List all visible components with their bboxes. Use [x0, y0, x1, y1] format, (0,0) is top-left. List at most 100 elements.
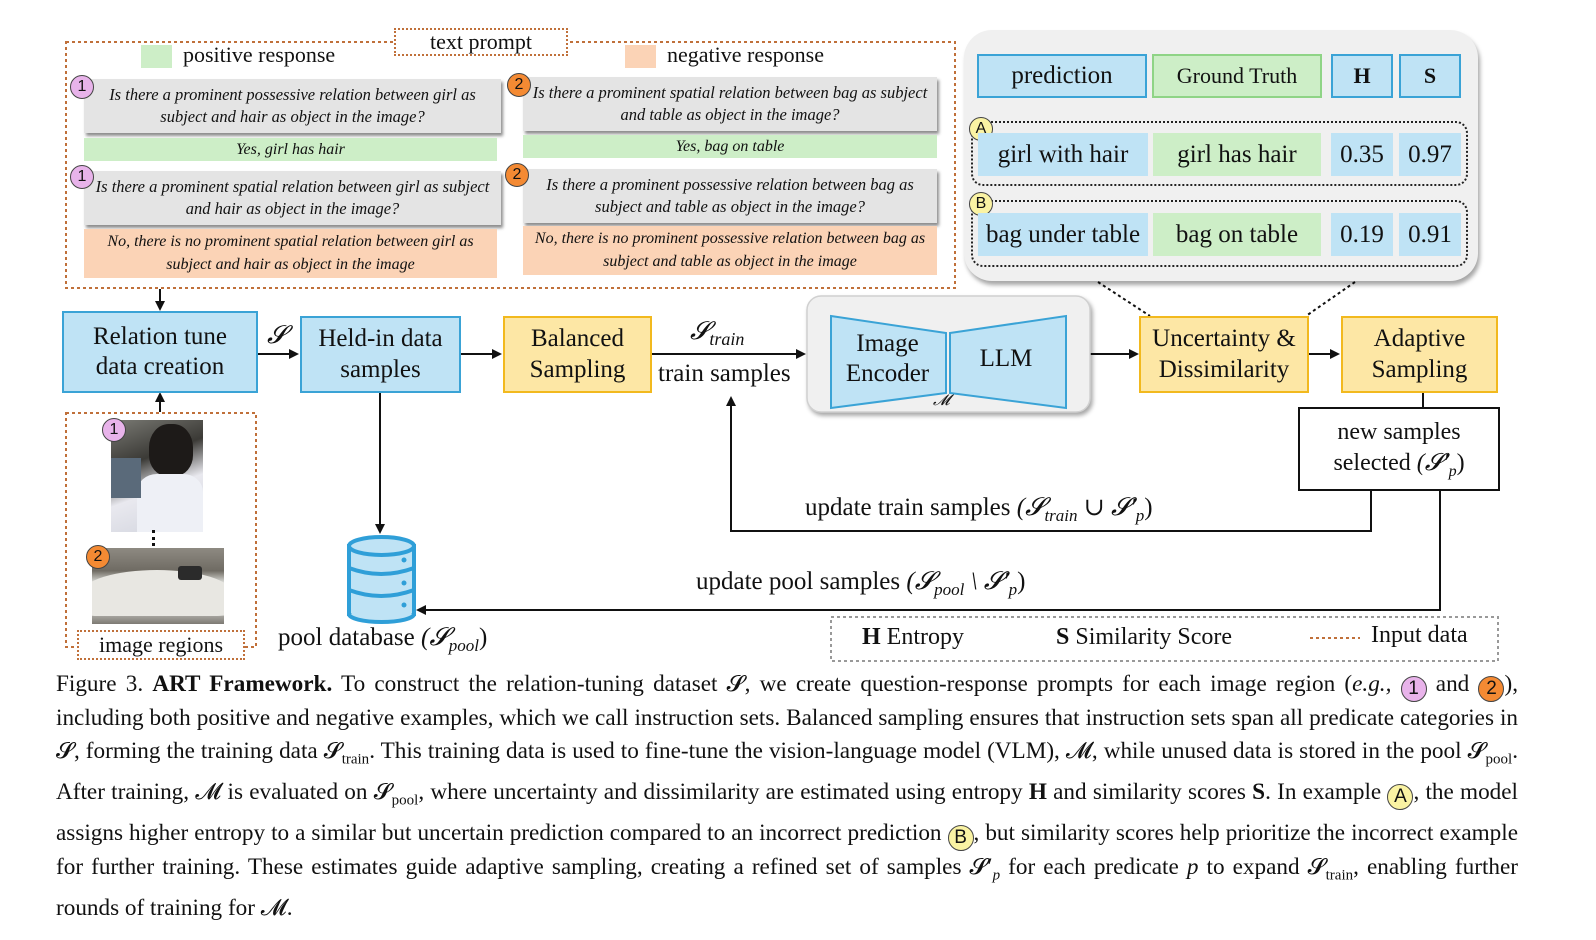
positive-legend-label: positive response [183, 42, 336, 67]
caption-and: and [1435, 671, 1470, 697]
response-1a: Yes, girl has hair [84, 138, 497, 161]
update-train-text: update train samples [805, 494, 1011, 521]
caption-p1: To construct the relation-tuning dataset… [341, 671, 1353, 697]
pool-db-end: ) [478, 624, 488, 651]
llm-shape [949, 314, 1067, 410]
update-pool-mid: \ 𝓢′ [964, 568, 1009, 595]
positive-legend-swatch [141, 45, 172, 68]
prompt-title: text prompt [394, 28, 568, 56]
pool-db-text: pool database [278, 624, 415, 651]
row-b-s: 0.91 [1399, 213, 1461, 256]
legend-entropy: H Entropy [862, 624, 964, 651]
row-a-ground-truth: girl has hair [1153, 133, 1321, 176]
update-pool-sub: pool [934, 580, 965, 599]
girl-shirt-shape [137, 474, 203, 532]
new-samples-sub: p [1448, 462, 1457, 480]
header-s: S [1399, 54, 1461, 98]
caption-p6: and similarity scores [1046, 778, 1253, 805]
question-2b: Is there a prominent possessive relation… [523, 169, 937, 223]
s-train-sub: train [709, 329, 745, 349]
adaptive-sampling-box: Adaptive Sampling [1341, 316, 1498, 393]
negative-legend-swatch [625, 45, 656, 68]
response-2a: Yes, bag on table [523, 135, 937, 158]
figure-caption: Figure 3. ART Framework. To construct th… [56, 668, 1518, 924]
new-samples-symbol: (𝓢′ [1416, 450, 1449, 477]
image-regions-label: image regions [77, 630, 245, 660]
update-train-formula: (𝓢 [1016, 494, 1045, 521]
caption-sub-p: p [992, 867, 1001, 884]
update-pool-end: ) [1017, 568, 1026, 595]
caption-h: H [1028, 778, 1047, 805]
caption-p7: . In example [1265, 778, 1388, 805]
llm-label: LLM [979, 344, 1033, 372]
caption-p3: . This training data is used to fine-tun… [369, 737, 1486, 764]
new-samples-box: new samples selected (𝓢′p) [1298, 407, 1500, 491]
held-in-box: Held-in data samples [300, 316, 461, 393]
row-a-s: 0.97 [1399, 133, 1461, 176]
row-b-h: 0.19 [1331, 213, 1393, 256]
caption-sub-train2: train [1325, 867, 1354, 884]
update-train-mid: ∪ 𝓢′ [1077, 494, 1136, 521]
row-b-ground-truth: bag on table [1153, 213, 1321, 256]
legend-s-key: S [1056, 624, 1070, 650]
girl-hair-shape [149, 424, 193, 476]
row-b-border [971, 200, 1468, 267]
caption-eg: e.g., [1352, 671, 1392, 697]
caption-fig: Figure 3. [56, 671, 144, 697]
database-icon [347, 535, 416, 624]
image-encoder-label: Image Encoder [845, 329, 930, 388]
image-region-desk [92, 548, 224, 624]
update-train-end: ) [1144, 494, 1153, 521]
row-a-prediction: girl with hair [978, 133, 1148, 176]
s-label: 𝓢 [267, 322, 287, 349]
update-pool-text: update pool samples [696, 568, 901, 595]
row-b-prediction: bag under table [978, 213, 1148, 256]
update-pool-label: update pool samples (𝓢pool \ 𝓢′p) [696, 568, 1025, 600]
s-train-label: 𝓢train [690, 318, 744, 350]
update-pool-sub2: p [1008, 580, 1018, 599]
caption-badge-a: A [1387, 783, 1414, 810]
question-1a: Is there a prominent possessive relation… [84, 79, 501, 133]
image-badge-1: 1 [102, 418, 126, 442]
caption-p12: , enabling further rounds of training fo… [56, 853, 1518, 921]
relation-tune-box: Relation tune data creation [62, 311, 258, 393]
caption-sub-pool2: pool [391, 792, 419, 809]
update-train-label: update train samples (𝓢train ∪ 𝓢′p) [805, 492, 1153, 526]
caption-p10: for each predicate [1000, 853, 1187, 880]
badge-1: 1 [70, 75, 94, 99]
header-prediction: prediction [977, 54, 1147, 98]
caption-sub-pool1: pool [1485, 751, 1513, 768]
caption-p2: ), including both positive and negative … [56, 671, 1519, 764]
pool-database-label: pool database (𝓢pool) [278, 624, 487, 656]
legend-input-data: Input data [1371, 622, 1468, 648]
row-a-border [971, 121, 1468, 186]
new-samples-end: ) [1456, 450, 1465, 477]
model-symbol: 𝓜 [933, 393, 950, 409]
header-h: H [1331, 54, 1393, 98]
image-encoder-shape [830, 314, 947, 410]
caption-s: S [1252, 778, 1266, 805]
response-1b: No, there is no prominent spatial relati… [84, 229, 497, 278]
legend-h-label: Entropy [886, 624, 964, 650]
question-1b: Is there a prominent spatial relation be… [84, 171, 501, 225]
badge-2: 2 [505, 163, 529, 187]
train-samples-label: train samples [658, 360, 791, 387]
caption-badge-1: 1 [1400, 676, 1427, 702]
badge-b: B [969, 192, 993, 216]
header-ground-truth: Ground Truth [1152, 54, 1322, 98]
caption-p9: , but similarity scores help prioritize … [56, 819, 1519, 880]
new-samples-text: new samples selected [1333, 419, 1461, 477]
s-train-symbol: 𝓢 [690, 318, 710, 345]
pool-db-formula: (𝓢 [421, 624, 449, 651]
image-region-girl [111, 420, 203, 532]
caption-badge-2: 2 [1478, 676, 1505, 702]
caption-p11: to expand 𝓢 [1198, 853, 1326, 880]
negative-legend-label: negative response [667, 42, 824, 67]
uncertainty-box: Uncertainty & Dissimilarity [1139, 316, 1309, 393]
update-train-sub2: p [1135, 506, 1145, 525]
legend-similarity: S Similarity Score [1056, 624, 1232, 651]
phone-shape [178, 566, 202, 580]
pool-db-sub: pool [448, 636, 479, 655]
badge-2: 2 [507, 73, 531, 97]
